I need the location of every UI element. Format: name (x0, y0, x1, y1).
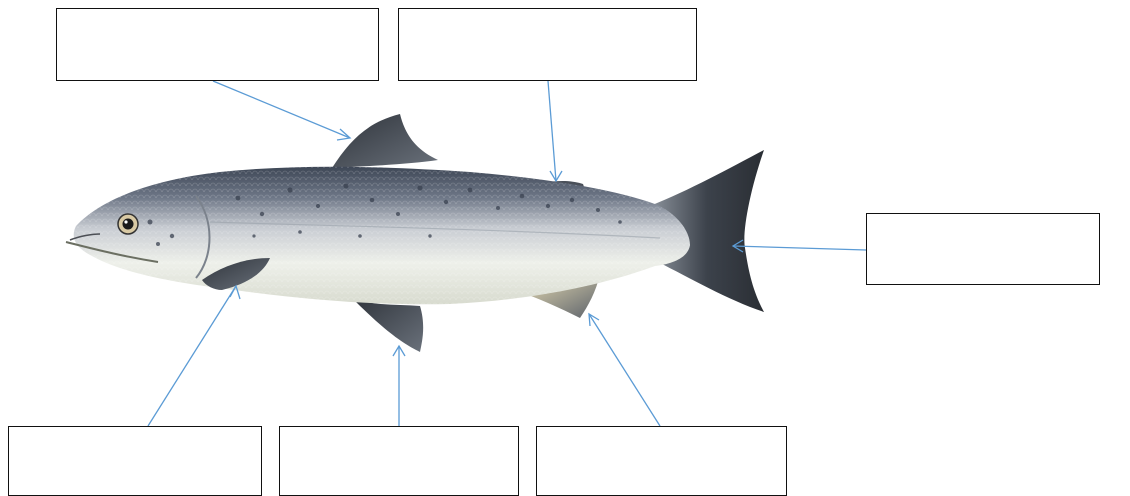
label-box-bottom-middle[interactable] (279, 426, 519, 496)
label-box-top-left[interactable] (56, 8, 379, 81)
arrow-to-caudal-fin (733, 246, 866, 250)
label-box-bottom-right[interactable] (536, 426, 787, 496)
arrow-to-adipose-fin (548, 81, 556, 181)
label-box-top-middle[interactable] (398, 8, 697, 81)
label-box-right[interactable] (866, 213, 1100, 285)
arrow-to-pectoral-fin (148, 286, 236, 426)
arrow-to-anal-fin (589, 314, 660, 426)
arrow-to-dorsal-fin (213, 81, 350, 138)
dorsal-fin (332, 114, 438, 168)
pelvic-fin (352, 298, 423, 352)
label-box-bottom-left[interactable] (8, 426, 262, 496)
